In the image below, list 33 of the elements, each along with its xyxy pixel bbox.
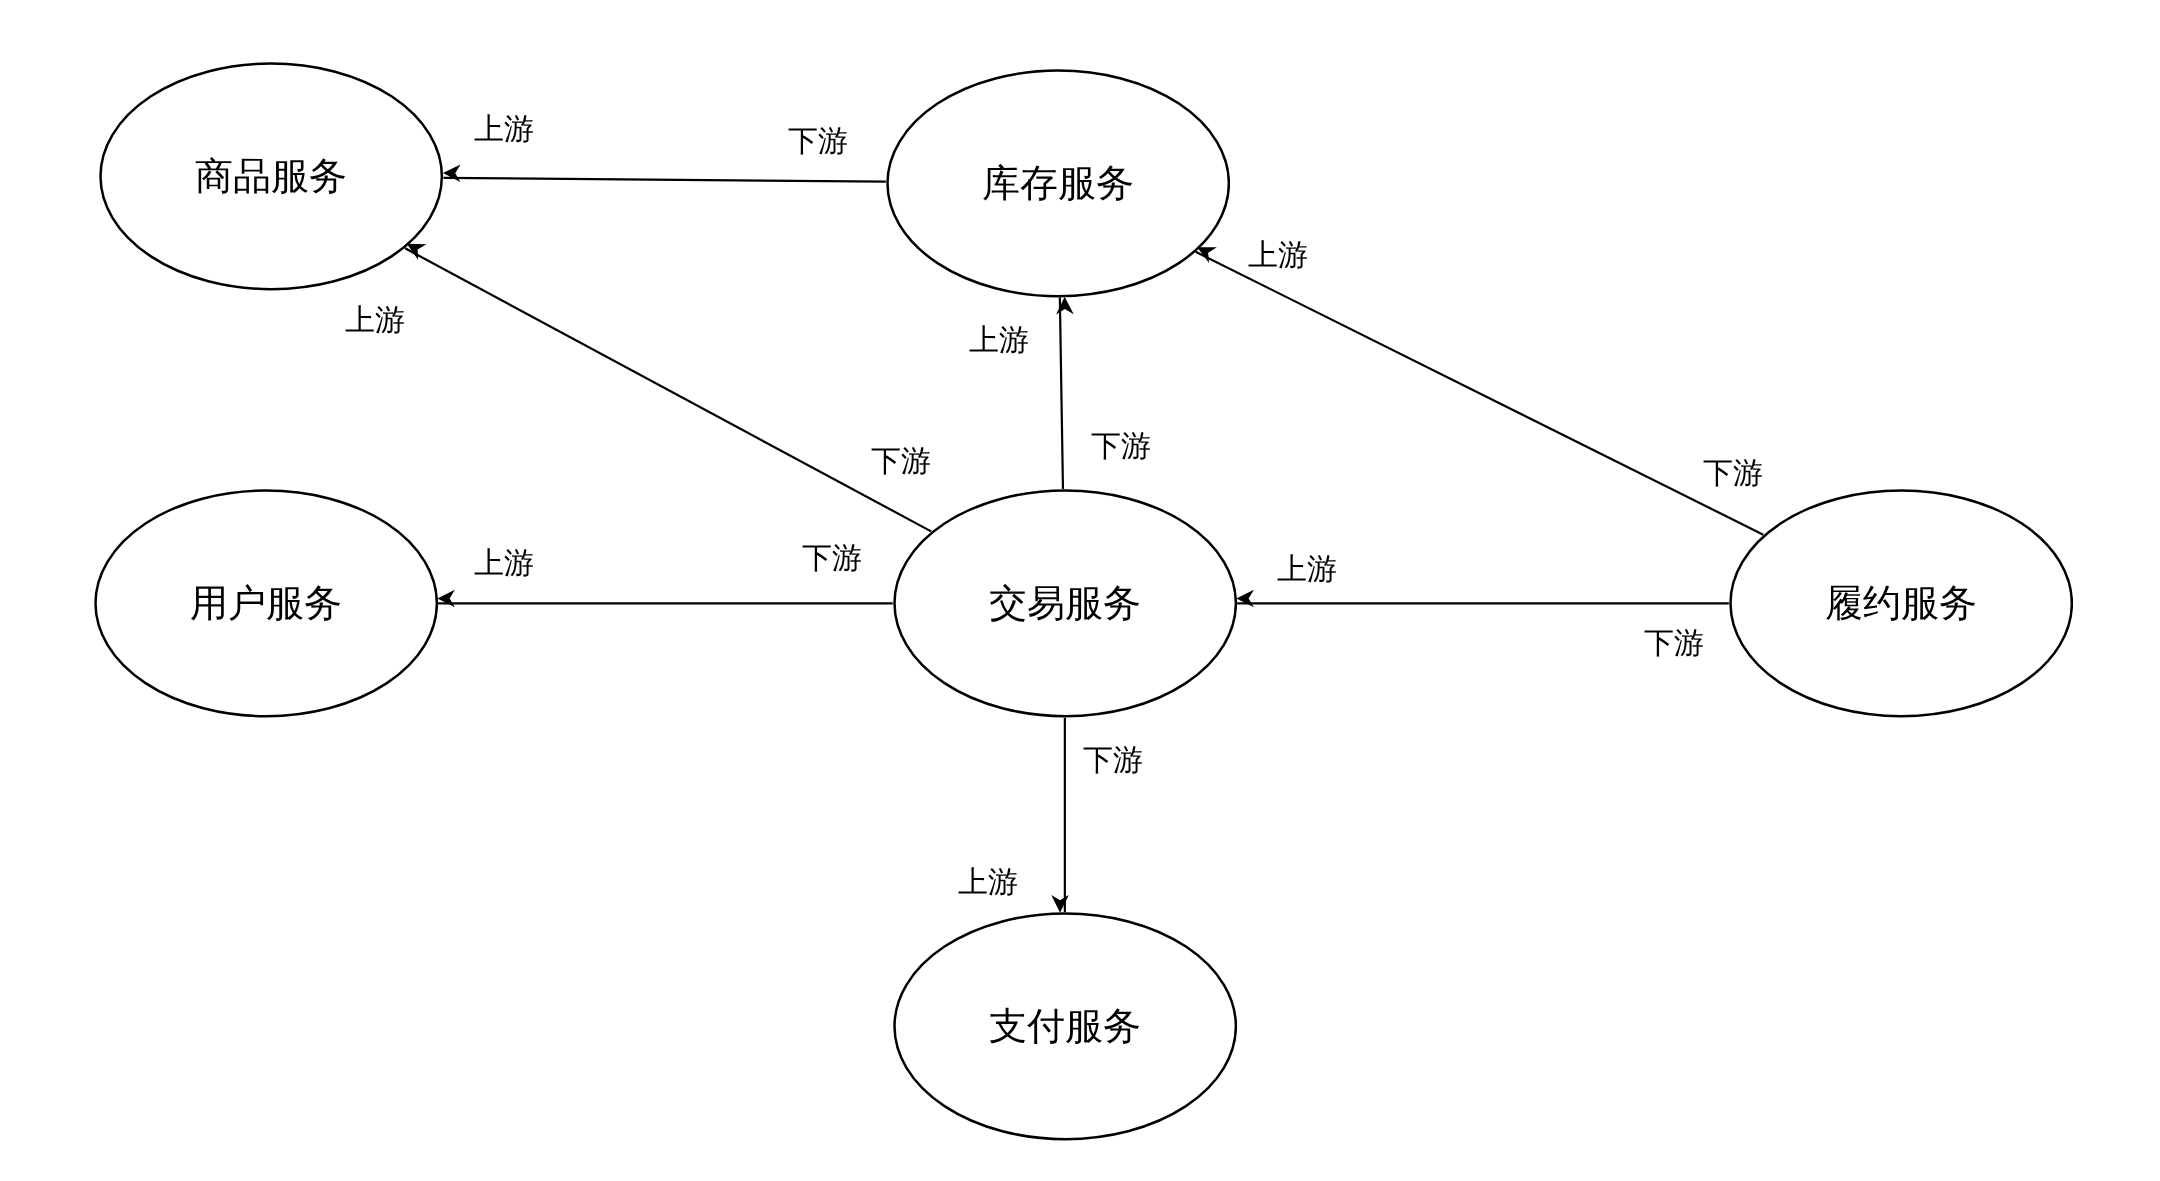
- service-name: 用户服务: [189, 579, 342, 627]
- end-label: 下游: [1091, 426, 1152, 465]
- service-name: 交易服务: [988, 579, 1141, 627]
- service-name: 库存服务: [981, 159, 1134, 207]
- end-label: 下游: [1083, 740, 1144, 779]
- service-ellipse: [892, 911, 1237, 1141]
- end-label: 上游: [474, 543, 535, 582]
- arrow: [1195, 247, 1764, 536]
- arrow: [1056, 296, 1074, 490]
- end-label: 上游: [957, 862, 1018, 901]
- arrow: [437, 589, 893, 608]
- end-label: 下游: [802, 538, 863, 577]
- end-label: 下游: [1643, 623, 1704, 662]
- service-name: 履约服务: [1825, 579, 1977, 627]
- end-label: 上游: [968, 320, 1029, 359]
- end-label: 下游: [1702, 453, 1763, 491]
- service-name: 支付服务: [988, 1002, 1141, 1050]
- end-label: 下游: [870, 441, 931, 480]
- arrow: [442, 164, 886, 183]
- end-label: 上游: [1277, 549, 1338, 588]
- service-name: 商品服务: [195, 152, 348, 200]
- service-ellipse: [99, 62, 444, 291]
- service-ellipse: [885, 68, 1231, 298]
- service-ellipse: [892, 489, 1237, 718]
- service-ellipse: [93, 489, 439, 718]
- end-label: 下游: [788, 121, 849, 159]
- arrow: [1051, 717, 1069, 913]
- arrow: [404, 243, 932, 533]
- end-label: 上游: [474, 110, 535, 148]
- service-ellipse: [1728, 489, 2074, 718]
- end-label: 上游: [1248, 235, 1309, 274]
- arrow: [1236, 589, 1729, 608]
- end-label: 上游: [344, 300, 405, 339]
